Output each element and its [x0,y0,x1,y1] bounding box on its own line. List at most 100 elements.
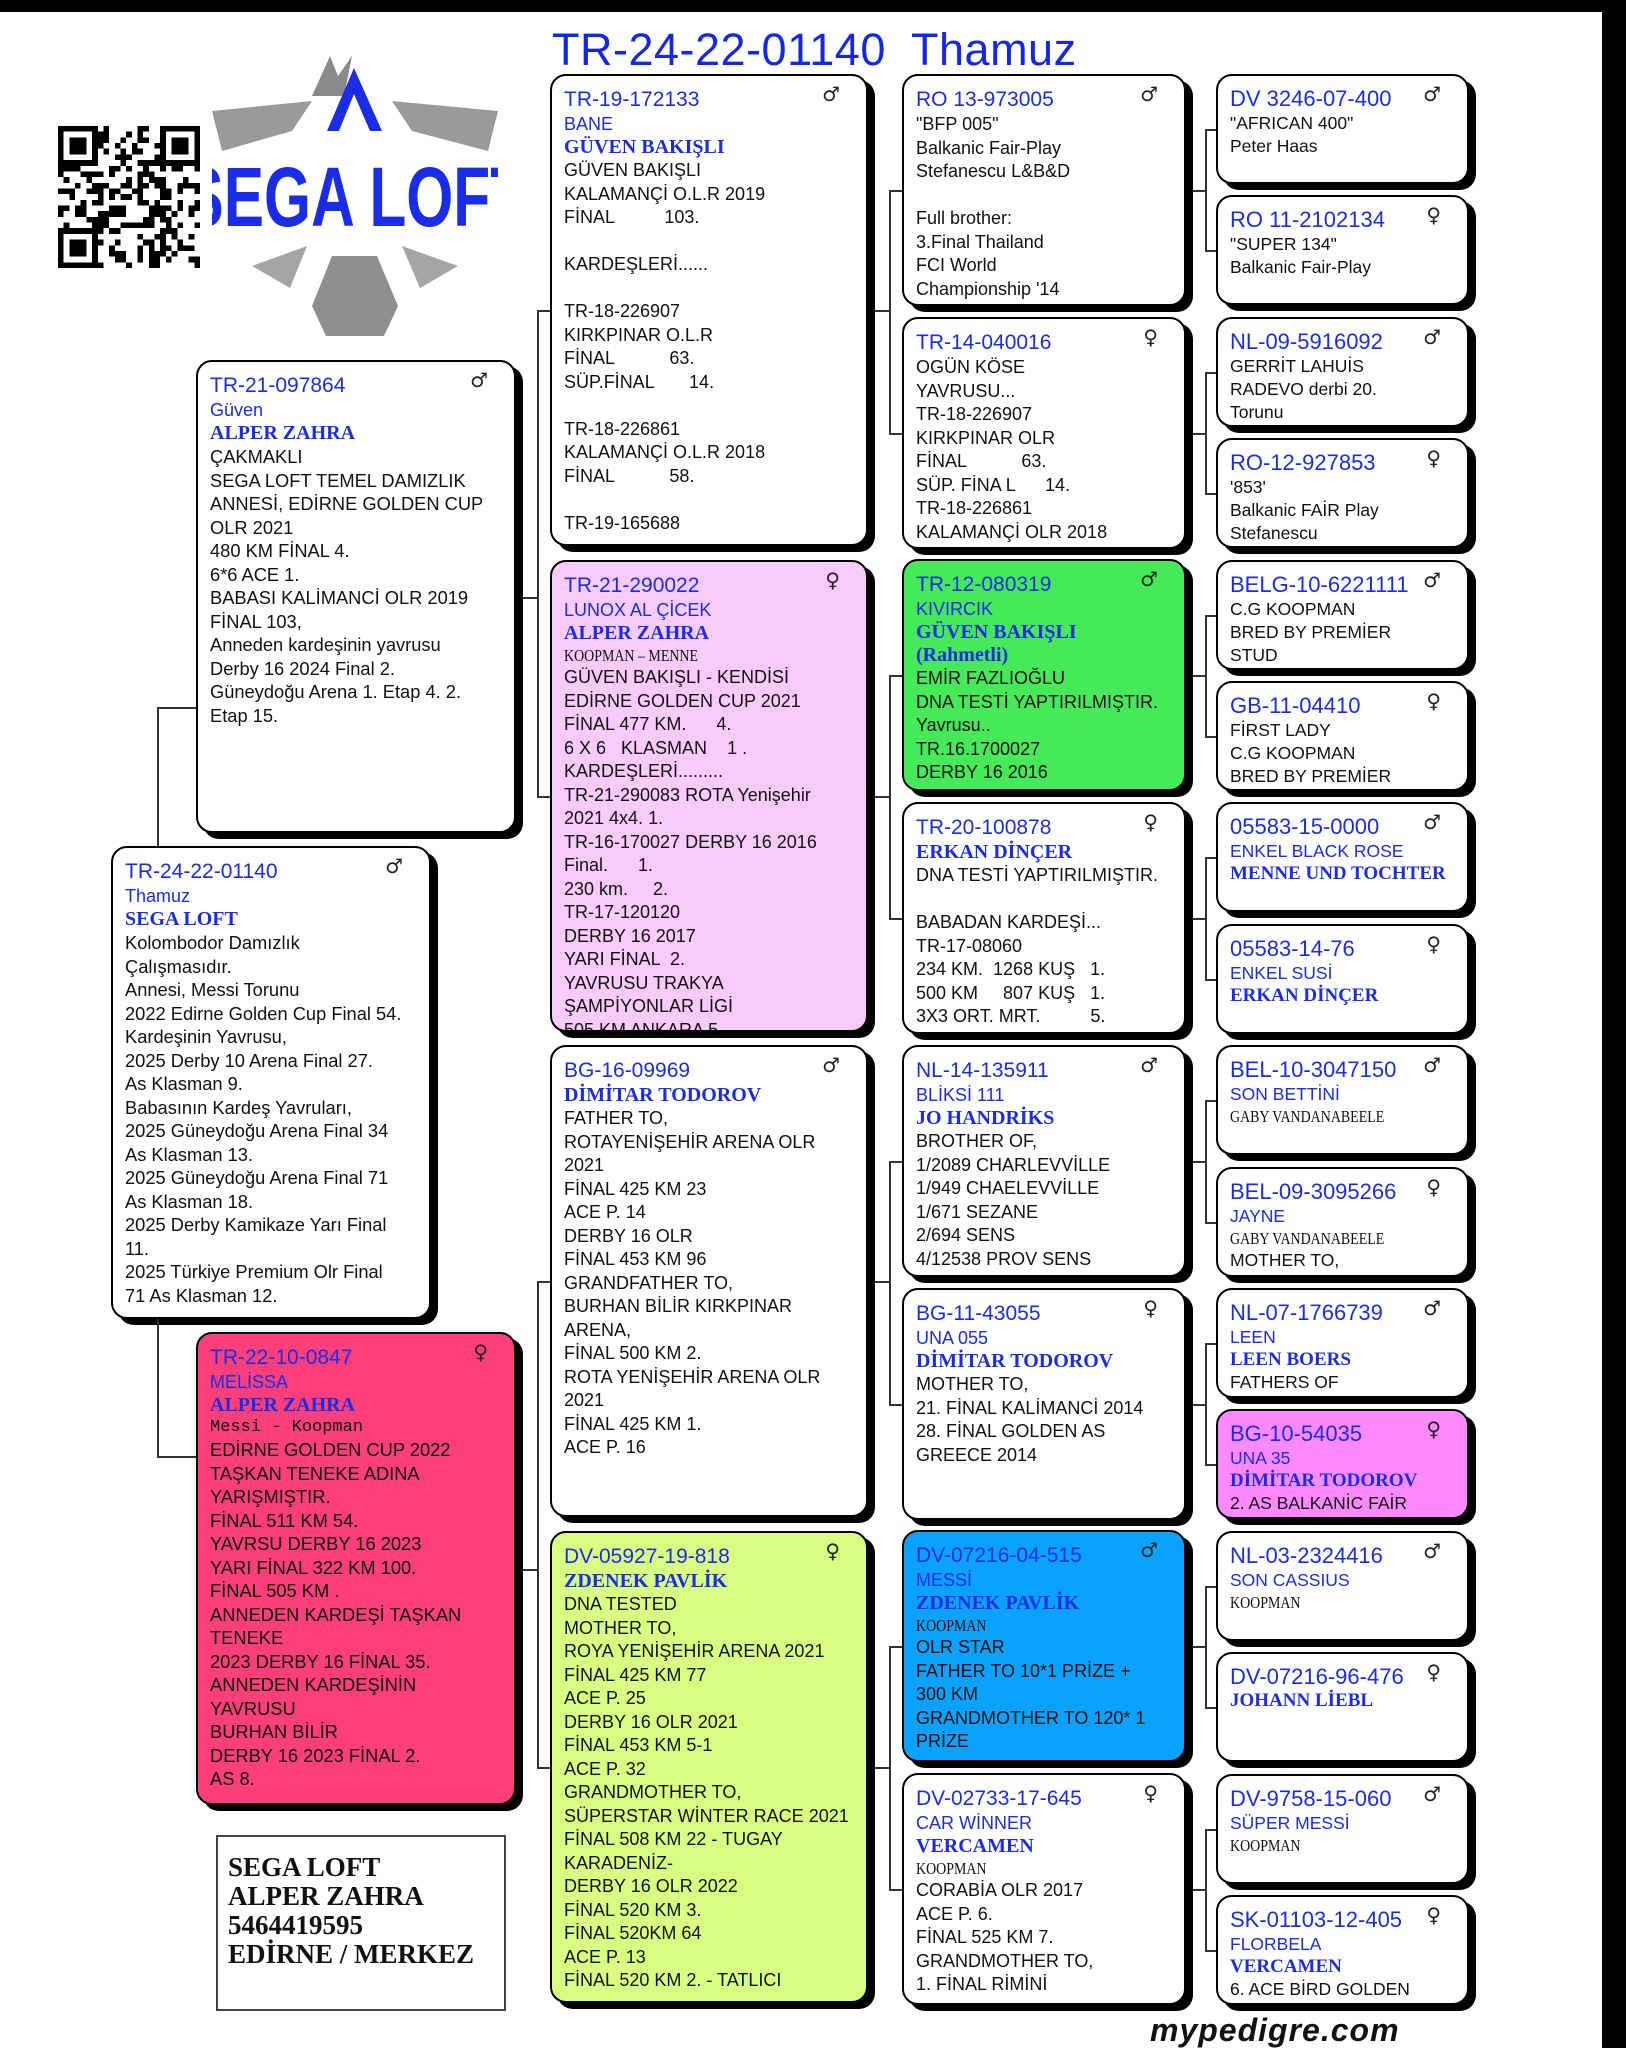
pigeon-name: KIVIRCIK [916,599,994,619]
connector-line [875,1281,889,1283]
card-text-line: BRED BY PREMİER [1230,766,1392,786]
card-text-line: 2025 Derby 10 Arena Final 27. [125,1049,373,1071]
card-text-line: Final. 1. [564,855,654,875]
card-text-line: GRANDMOTHER TO 120* 1 [916,1707,1146,1728]
pigeon-name: MESSİ [916,1570,973,1590]
card-text-line: TENEKE [210,1627,284,1648]
male-icon: ♂ [822,1053,840,1077]
breeder-name: LEEN BOERS [1230,1349,1351,1370]
card-text-line: Full brother: [916,208,1013,228]
connector-line [1205,979,1216,981]
card-text-line: ARENA, [564,1319,632,1340]
pigeon-name: Güven [210,400,264,420]
card-text-line: Babasının Kardeş Yavruları, [125,1096,352,1118]
page-title: TR-24-22-01140 Thamuz [552,24,1077,75]
card-text-line: 2021 4x4. 1. [564,808,664,828]
card-text-line: FİNAL 453 KM 96 [564,1249,707,1269]
connector-line [537,1281,539,1767]
female-icon: ♀ [1426,1903,1441,1927]
pedigree-card: ♀RO 11-2102134"SUPER 134"Balkanic Fair-P… [1216,195,1469,305]
female-icon: ♀ [1143,1781,1158,1805]
pigeon-name: UNA 35 [1230,1448,1291,1468]
female-icon: ♀ [1426,446,1441,470]
male-icon: ♂ [1423,568,1441,592]
logo-claw-left [252,246,307,288]
card-text-line: ÇAKMAKLI [210,446,303,467]
card-text-line: 6 X 6 KLASMAN 1 . [564,737,748,758]
female-icon: ♀ [1426,1417,1441,1441]
card-text-line: FİNAL 453 KM 5-1 [564,1735,713,1755]
card-text-line: DNA TESTED [564,1594,677,1614]
ring-number: TR-12-080319 [916,573,1052,596]
ring-number: TR-21-290022 [564,574,700,597]
card-text-line: DNA TESTİ YAPTIRILMIŞTIR. [916,865,1159,885]
female-icon: ♀ [1426,932,1441,956]
card-text-line: C.G KOOPMAN [1230,599,1356,619]
strain-note: KOOPMAN [916,1616,987,1635]
card-text-line [916,888,1172,912]
card-text-line: YARIŞMIŞTIR. [210,1486,331,1507]
card-text-line: FİNAL 520KM 64 [564,1923,702,1943]
card-text-line: 2025 Güneydoğu Arena Final 71 [125,1167,389,1188]
card-text-line: 505 KM ANKARA 5. [564,1019,724,1032]
connector-line [1193,433,1205,435]
connector-line [1205,1222,1216,1224]
strain-note: KOOPMAN – MENNE [564,646,698,665]
card-text-line: FATHER TO, [564,1108,669,1128]
female-icon: ♀ [1143,325,1158,349]
card-text-line: DNA TESTİ YAPTIRILMIŞTIR. [916,691,1159,712]
card-text-line: BURHAN BİLİR [210,1721,338,1742]
strain-note: GABY VANDANABEELE [1230,1229,1385,1248]
connector-line [1205,1829,1216,1831]
male-icon: ♂ [470,368,488,392]
card-text-line: Peter Haas [1230,136,1318,156]
card-text-line: KALAMANÇİ O.L.R 2019 [564,183,766,204]
connector-line [1205,493,1216,495]
card-text-line: TAŞKAN TENEKE ADINA [210,1462,420,1484]
card-text-line: 2021 [564,1390,605,1410]
card-text-line: DERBY 16 OLR [564,1225,693,1246]
footer-site-link[interactable]: mypedigre.com [1150,2012,1400,2048]
card-text-line: FİNAL 525 KM 7. [916,1927,1054,1947]
card-text-line: ŞAMPİYONLAR LİGİ [564,996,734,1016]
male-icon: ♂ [1423,325,1441,349]
male-icon: ♂ [822,82,840,106]
card-text-line: FATHER TO 10*1 PRİZE + [916,1660,1131,1681]
card-text-line: BRED BY PREMİER [1230,622,1392,642]
card-text-line [564,488,854,512]
ring-number: TR-22-10-0847 [210,1346,353,1369]
card-text-line: GERRİT LAHUİS [1230,356,1364,376]
connector-line [889,675,902,677]
ring-number: BEL-09-3095266 [1230,1179,1397,1204]
connector-line [537,1281,550,1283]
breeder-name: ALPER ZAHRA [210,1394,356,1416]
pigeon-name: ENKEL BLACK ROSE [1230,841,1404,861]
card-text-line: FİNAL 425 KM 23 [564,1178,707,1199]
card-text-line: KIRKPINAR OLR [916,427,1056,448]
card-text-line: FİNAL 425 KM 77 [564,1664,707,1685]
pigeon-name: UNA 055 [916,1328,989,1348]
card-text-line: 230 km. 2. [564,878,669,899]
card-text-line: DERBY 16 OLR 2022 [564,1876,738,1896]
card-text-line: EMİR FAZLIOĞLU [916,668,1066,688]
connector-line [1193,1161,1205,1163]
connector-line [1205,615,1216,617]
connector-line [1205,129,1207,250]
male-icon: ♂ [1140,567,1158,591]
card-text-line: FİNAL 63. [564,348,695,368]
card-text-line: Çalışmasıdır. [125,955,232,977]
pigeon-name: SÜPER MESSİ [1230,1813,1350,1833]
connector-line [1193,675,1205,677]
card-text-line: 4/12538 PROV SENS [916,1248,1092,1269]
ring-number: BG-16-09969 [564,1059,691,1082]
connector-line [1205,1950,1216,1952]
card-text-line: 2. AS BALKANİC FAİR [1230,1493,1408,1513]
connector-line [1205,250,1216,252]
